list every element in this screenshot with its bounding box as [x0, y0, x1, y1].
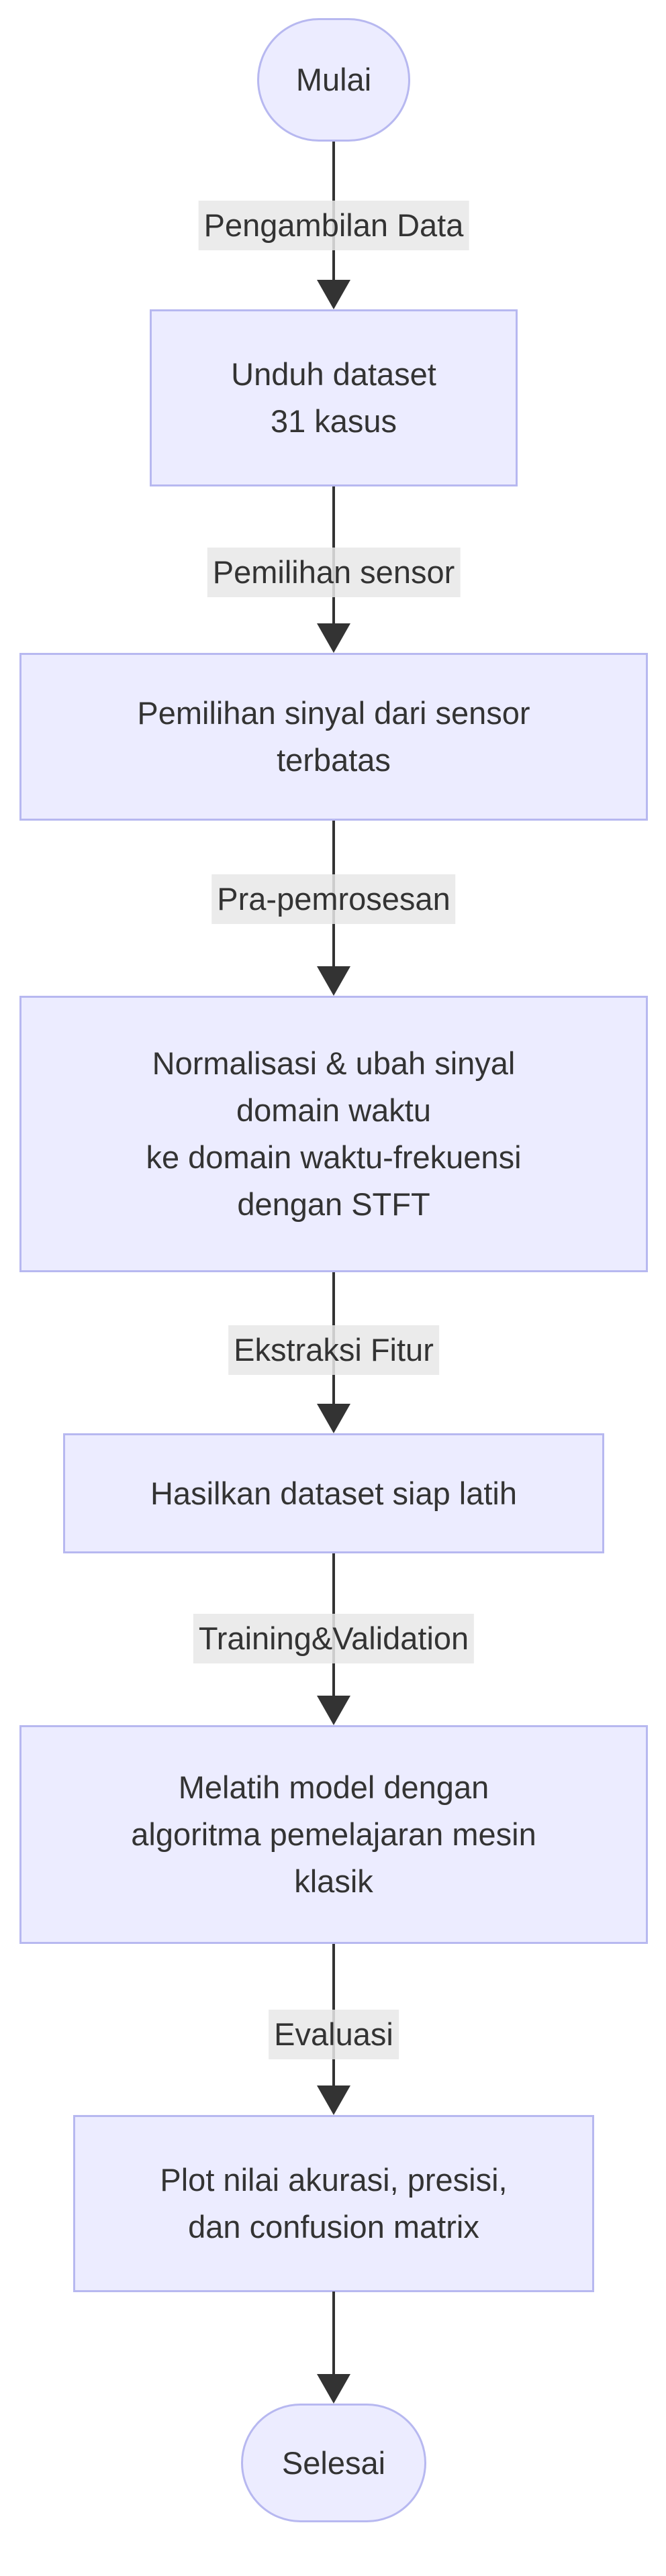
process-step-6: Plot nilai akurasi, presisi, dan confusi…	[73, 2115, 594, 2292]
edge-label: Pengambilan Data	[198, 201, 469, 250]
process-step-4: Hasilkan dataset siap latih	[63, 1433, 604, 1553]
arrowhead-icon	[317, 1404, 350, 1433]
process-step-5: Melatih model dengan algoritma pemelajar…	[19, 1725, 648, 1944]
arrowhead-icon	[317, 1696, 350, 1725]
step-line: klasik	[294, 1863, 373, 1899]
step-line: dan confusion matrix	[188, 2209, 479, 2245]
arrowhead-icon	[317, 623, 350, 653]
end-node: Selesai	[241, 2404, 426, 2522]
step-line: domain waktu	[236, 1092, 431, 1128]
process-step-1: Unduh dataset 31 kasus	[150, 309, 518, 486]
edge-label: Training&Validation	[193, 1614, 475, 1663]
step-line: terbatas	[277, 742, 391, 778]
edge-label: Pemilihan sensor	[207, 548, 461, 597]
edge-label: Ekstraksi Fitur	[228, 1325, 439, 1375]
edge-label: Evaluasi	[269, 2010, 399, 2059]
arrowhead-icon	[317, 966, 350, 996]
process-step-2: Pemilihan sinyal dari sensor terbatas	[19, 653, 648, 821]
step-line: Normalisasi & ubah sinyal	[152, 1045, 516, 1081]
step-line: Pemilihan sinyal dari sensor	[137, 695, 530, 731]
step-line: algoritma pemelajaran mesin	[131, 1816, 536, 1852]
arrowhead-icon	[317, 280, 350, 309]
step-line: Unduh dataset	[231, 356, 436, 392]
step-line: 31 kasus	[270, 403, 397, 439]
process-step-3: Normalisasi & ubah sinyal domain waktu k…	[19, 996, 648, 1272]
step-line: dengan STFT	[237, 1186, 430, 1222]
edge-label: Pra-pemrosesan	[211, 874, 456, 924]
step-line: ke domain waktu-frekuensi	[146, 1139, 522, 1175]
end-node-label: Selesai	[281, 2444, 386, 2481]
edge-line	[332, 2291, 335, 2375]
arrowhead-icon	[317, 2374, 350, 2404]
start-node: Mulai	[257, 18, 410, 142]
step-line: Melatih model dengan	[178, 1769, 489, 1805]
arrowhead-icon	[317, 2085, 350, 2115]
step-line: Hasilkan dataset siap latih	[150, 1475, 518, 1511]
step-line: Plot nilai akurasi, presisi,	[160, 2162, 508, 2198]
start-node-label: Mulai	[295, 62, 372, 97]
